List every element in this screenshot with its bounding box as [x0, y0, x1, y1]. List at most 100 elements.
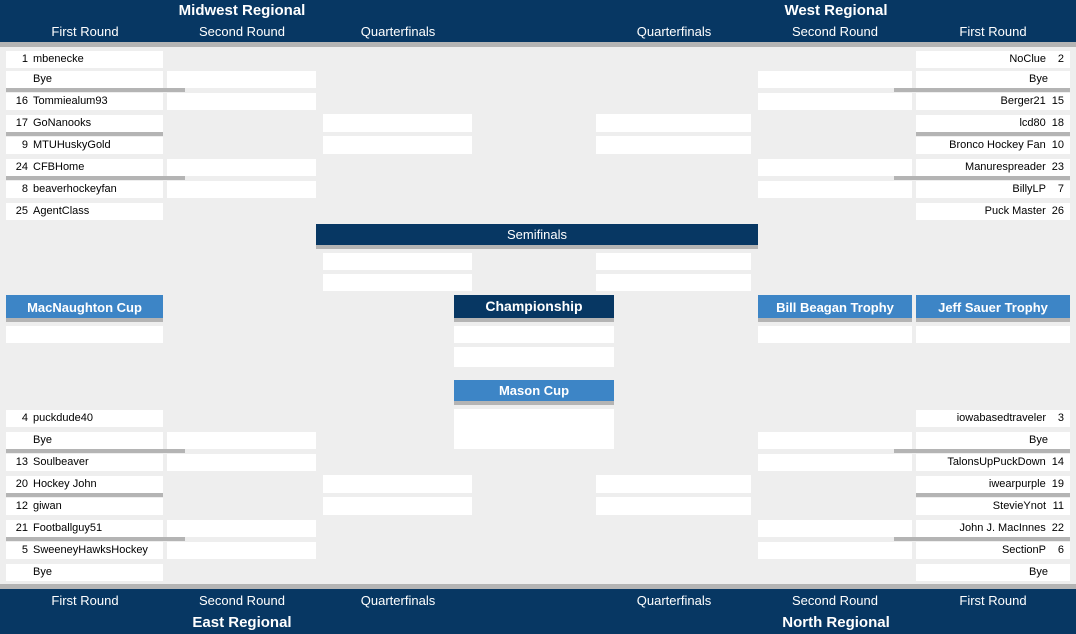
- team-slot[interactable]: Bye: [6, 432, 163, 449]
- quarterfinal-slot[interactable]: [323, 136, 472, 154]
- team-name: beaverhockeyfan: [33, 183, 117, 195]
- seed: 23: [1051, 161, 1064, 173]
- semifinal-slot[interactable]: [323, 274, 472, 291]
- west-regional-title: West Regional: [784, 2, 888, 19]
- seed: 5: [21, 544, 28, 556]
- quarterfinal-slot[interactable]: [323, 475, 472, 493]
- team-slot[interactable]: Bye: [916, 564, 1070, 581]
- round-label-second-round: Second Round: [198, 24, 285, 39]
- bracket-connector: [894, 449, 1070, 453]
- second-round-slot[interactable]: [167, 71, 316, 88]
- team-slot[interactable]: Manurespreader 23: [916, 159, 1070, 176]
- team-name: iwearpurple: [988, 478, 1046, 490]
- bracket-connector: [6, 176, 185, 180]
- team-slot[interactable]: Bye: [6, 564, 163, 581]
- bracket-connector: [916, 132, 1070, 136]
- semifinals-header: Semifinals: [316, 224, 758, 245]
- round-label-first-round: First Round: [51, 24, 119, 39]
- bill-beagan-trophy-slot[interactable]: [758, 326, 912, 343]
- team-slot[interactable]: Bye: [6, 71, 163, 88]
- round-label-second-round: Second Round: [791, 593, 878, 608]
- championship-slot[interactable]: [454, 347, 614, 367]
- semifinal-slot[interactable]: [323, 253, 472, 270]
- team-name: Manurespreader: [965, 161, 1046, 173]
- seed: 24: [15, 161, 28, 173]
- bottom-footer: First Round Second Round Quarterfinals Q…: [0, 589, 1076, 634]
- jeff-sauer-trophy-slot[interactable]: [916, 326, 1070, 343]
- second-round-slot[interactable]: [758, 71, 912, 88]
- second-round-slot[interactable]: [758, 454, 912, 471]
- second-round-slot[interactable]: [167, 454, 316, 471]
- team-slot[interactable]: Bye: [916, 71, 1070, 88]
- second-round-slot[interactable]: [758, 93, 912, 110]
- second-round-slot[interactable]: [167, 93, 316, 110]
- seed: 21: [15, 522, 28, 534]
- semifinal-slot[interactable]: [596, 253, 751, 270]
- semifinal-slot[interactable]: [596, 274, 751, 291]
- jeff-sauer-trophy-header: Jeff Sauer Trophy: [916, 295, 1070, 318]
- second-round-slot[interactable]: [167, 159, 316, 176]
- second-round-slot[interactable]: [167, 542, 316, 559]
- quarterfinal-slot[interactable]: [596, 114, 751, 132]
- header-divider: [454, 401, 614, 405]
- team-name: Tommiealum93: [33, 95, 108, 107]
- bracket-connector: [894, 88, 1070, 92]
- quarterfinal-slot[interactable]: [596, 497, 751, 515]
- team-name: Bye: [33, 566, 52, 578]
- championship-header: Championship: [454, 295, 614, 318]
- footer-divider: [0, 584, 1076, 589]
- team-slot[interactable]: Bye: [916, 432, 1070, 449]
- quarterfinal-slot[interactable]: [596, 475, 751, 493]
- seed: 16: [15, 95, 28, 107]
- quarterfinal-slot[interactable]: [596, 136, 751, 154]
- second-round-slot[interactable]: [758, 432, 912, 449]
- second-round-slot[interactable]: [758, 520, 912, 537]
- east-regional-title: East Regional: [192, 614, 292, 631]
- team-name: puckdude40: [33, 412, 93, 424]
- team-name: Bye: [33, 73, 52, 85]
- bracket-connector: [894, 176, 1070, 180]
- championship-slot[interactable]: [454, 326, 614, 343]
- second-round-slot[interactable]: [167, 520, 316, 537]
- quarterfinal-slot[interactable]: [323, 114, 472, 132]
- team-slot[interactable]: 16 Tommiealum93: [6, 93, 163, 110]
- round-label-quarterfinals: Quarterfinals: [360, 24, 436, 39]
- header-divider: [6, 318, 163, 322]
- second-round-slot[interactable]: [758, 159, 912, 176]
- macnaughton-cup-slot[interactable]: [6, 326, 163, 343]
- second-round-slot[interactable]: [758, 181, 912, 198]
- team-name: SectionP: [1001, 544, 1046, 556]
- second-round-slot[interactable]: [758, 542, 912, 559]
- quarterfinal-slot[interactable]: [323, 497, 472, 515]
- second-round-slot[interactable]: [167, 181, 316, 198]
- second-round-slot[interactable]: [167, 432, 316, 449]
- macnaughton-cup-header: MacNaughton Cup: [6, 295, 163, 318]
- round-label-second-round: Second Round: [791, 24, 878, 39]
- header-divider: [0, 42, 1076, 47]
- mason-cup-slot[interactable]: [454, 409, 614, 449]
